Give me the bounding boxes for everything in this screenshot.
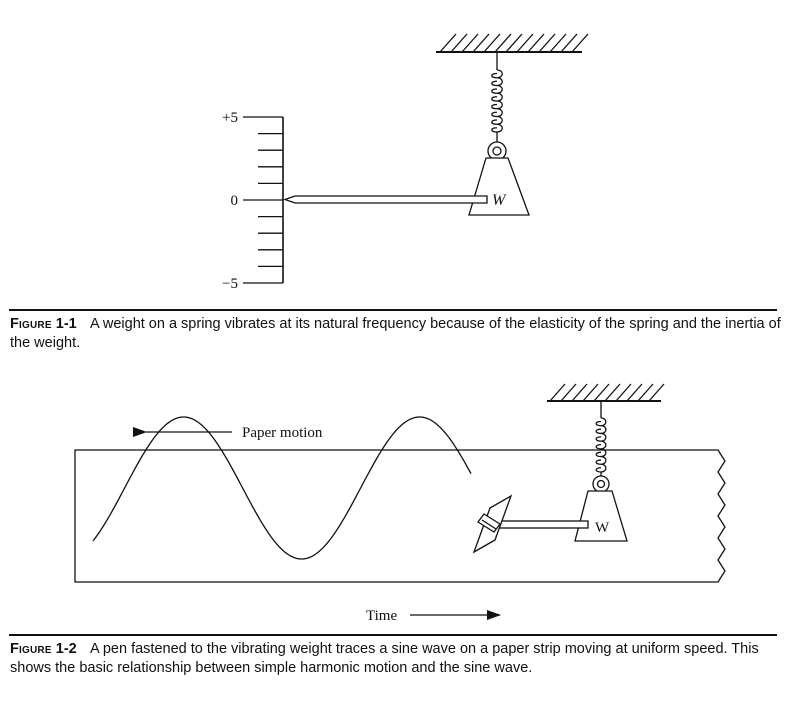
- figure-1-2: [74, 383, 726, 620]
- paper-strip: [74, 449, 726, 583]
- weight-label-2: W: [595, 520, 610, 536]
- ceiling-support-2: [547, 383, 665, 402]
- hanger-ring: [487, 141, 507, 161]
- sine-wave-trace: [92, 416, 472, 560]
- figure-1-1-caption: Figure 1-1 A weight on a spring vibrates…: [10, 315, 786, 353]
- scale-label-plus5: +5: [222, 110, 238, 126]
- weight-label-1: W: [492, 192, 507, 209]
- pen-rod: [493, 520, 589, 529]
- caption-label-1: Figure: [10, 316, 52, 332]
- figure-1-2-caption: Figure 1-2 A pen fastened to the vibrati…: [10, 640, 786, 678]
- caption-text-1: A weight on a spring vibrates at its nat…: [10, 316, 781, 351]
- scale-label-zero: 0: [231, 193, 239, 209]
- scale-label-minus5: −5: [222, 276, 238, 292]
- spring-2: [595, 401, 607, 476]
- time-label: Time: [366, 608, 397, 624]
- caption-number-2: 1-2: [55, 641, 77, 657]
- caption-rule-2: [9, 634, 777, 636]
- ceiling-support: [436, 33, 589, 53]
- figure-1-1: [243, 33, 589, 284]
- caption-number-1: 1-1: [55, 316, 77, 332]
- caption-label-2: Figure: [10, 641, 52, 657]
- spring: [491, 52, 503, 142]
- caption-text-2: A pen fastened to the vibrating weight t…: [10, 641, 759, 676]
- paper-motion-label: Paper motion: [242, 425, 323, 441]
- caption-rule-1: [9, 309, 777, 311]
- pen: [472, 494, 513, 554]
- scale: [243, 116, 284, 284]
- pointer-rod: [283, 195, 488, 204]
